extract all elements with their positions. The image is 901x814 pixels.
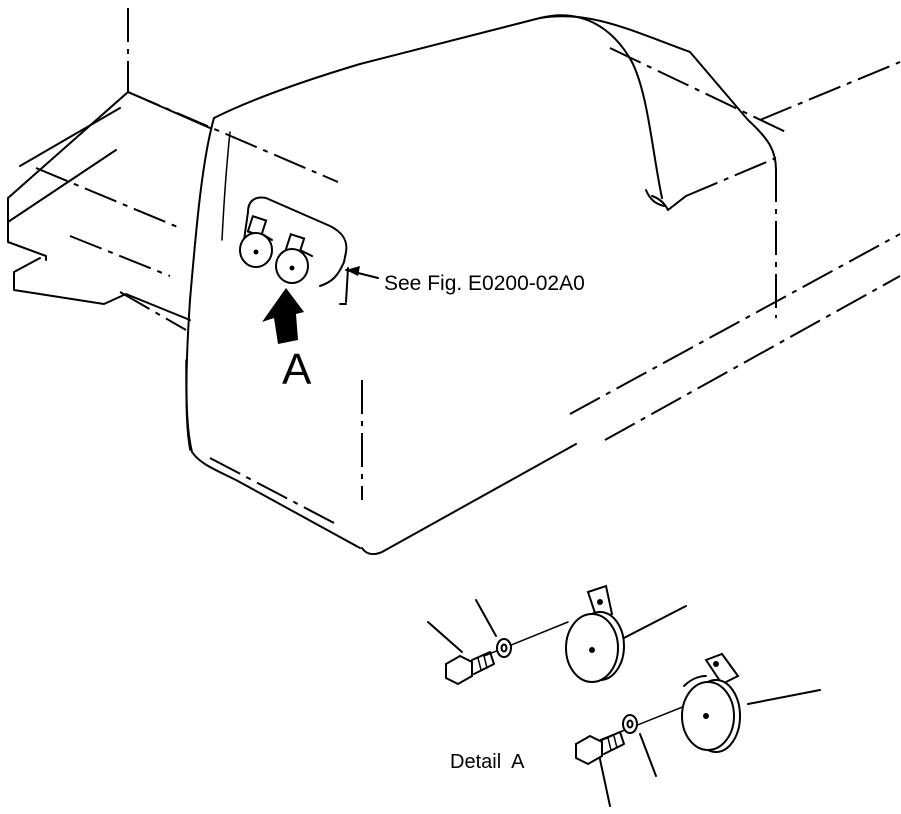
machine-housing bbox=[185, 14, 777, 556]
machine-body-outline bbox=[35, 8, 901, 525]
washer-lower bbox=[622, 714, 638, 734]
view-arrow-icon bbox=[262, 288, 304, 344]
see-fig-leader bbox=[345, 266, 379, 279]
detail-a-upper-assembly bbox=[427, 584, 687, 686]
detail-a-label: Detail A bbox=[450, 751, 525, 773]
mounted-horn-right bbox=[275, 232, 313, 284]
detail-a-lower-assembly bbox=[575, 652, 821, 807]
horn-upper bbox=[565, 584, 625, 683]
view-letter: A bbox=[282, 345, 312, 394]
washer-upper bbox=[496, 638, 512, 658]
machine-arm bbox=[7, 91, 211, 321]
see-fig-callout: See Fig. E0200-02A0 bbox=[384, 272, 585, 295]
bolt-lower bbox=[575, 731, 625, 766]
bolt-upper bbox=[445, 651, 495, 686]
mounted-horn-left bbox=[239, 214, 273, 268]
horn-lower bbox=[681, 652, 741, 753]
horn-mount-plate bbox=[243, 196, 349, 305]
